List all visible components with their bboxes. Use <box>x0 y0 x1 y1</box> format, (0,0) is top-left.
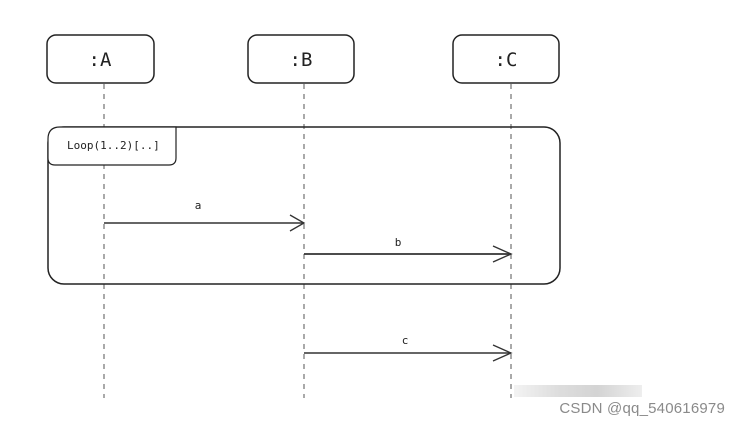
participant-c: :C <box>452 34 560 84</box>
message-b: b <box>304 236 513 263</box>
participant-c-box <box>452 34 560 84</box>
message-a-arrowhead <box>289 214 306 232</box>
watermark-blur <box>514 385 642 397</box>
watermark-text: CSDN @qq_540616979 <box>559 400 725 417</box>
participant-b: :B <box>247 34 355 84</box>
loop-label: Loop(1..2)[..] <box>67 139 160 152</box>
participant-c-label: :C <box>495 49 518 71</box>
participant-b-label: :B <box>290 49 313 71</box>
participant-a: :A <box>46 34 155 84</box>
message-c-arrowhead <box>492 344 513 362</box>
loop-fragment: Loop(1..2)[..] <box>47 126 561 285</box>
participant-a-label: :A <box>89 49 112 71</box>
message-c-label: c <box>402 334 409 347</box>
participant-a-box <box>46 34 155 84</box>
loop-frame <box>47 126 561 285</box>
participant-b-box <box>247 34 355 84</box>
loop-label-tab <box>47 126 177 166</box>
message-a-label: a <box>195 199 202 212</box>
message-b-label: b <box>395 236 402 249</box>
message-a: a <box>104 199 306 232</box>
message-c: c <box>304 334 513 362</box>
message-b-arrowhead <box>492 245 513 263</box>
